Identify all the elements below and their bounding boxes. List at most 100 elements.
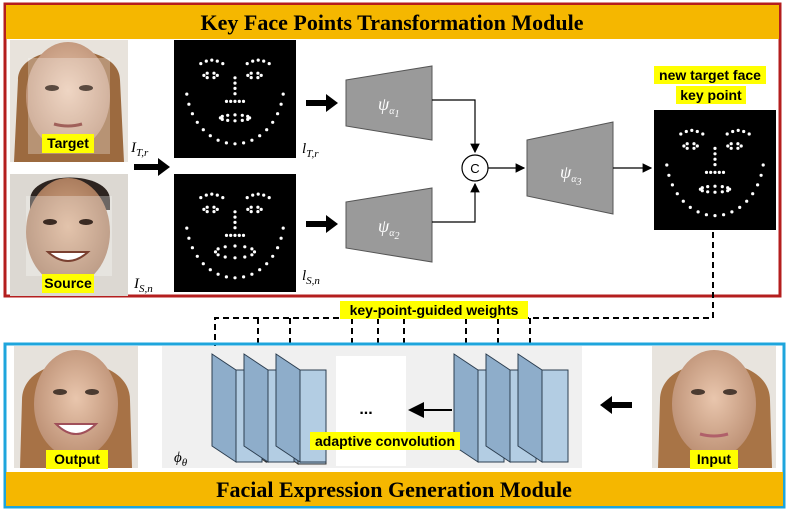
- landmark-point: [201, 128, 205, 132]
- output-face-photo: [14, 346, 138, 468]
- bottom-title: Facial Expression Generation Module: [216, 477, 572, 502]
- landmark-point: [190, 112, 194, 116]
- landmark-point: [713, 190, 717, 194]
- landmark-point: [682, 144, 686, 148]
- landmark-point: [224, 141, 228, 145]
- landmark-point: [195, 254, 199, 258]
- landmark-point: [704, 170, 709, 174]
- landmark-point: [233, 220, 237, 224]
- landmark-point: [208, 268, 212, 272]
- landmark-point: [726, 186, 730, 190]
- adaptive-label: adaptive convolution: [315, 433, 455, 449]
- landmark-point: [249, 76, 253, 80]
- landmark-point: [205, 210, 209, 214]
- landmark-point: [233, 276, 237, 280]
- landmark-point: [216, 272, 220, 276]
- landmark-point: [213, 250, 218, 254]
- landmark-point: [267, 62, 271, 66]
- landmark-point: [233, 113, 237, 117]
- landmark-point: [216, 253, 220, 257]
- landmark-point: [717, 170, 721, 174]
- landmark-point: [233, 256, 237, 260]
- landmark-point: [713, 184, 717, 188]
- network-psi-a1-label: ψα1: [378, 94, 399, 120]
- landmark-point: [233, 81, 237, 85]
- landmark-point: [205, 205, 209, 209]
- landmark-point: [256, 76, 260, 80]
- landmark-point: [233, 233, 237, 237]
- landmark-point: [696, 210, 700, 214]
- target-landmark-points: [185, 58, 285, 146]
- landmark-point: [233, 119, 237, 123]
- landmark-point: [759, 173, 763, 177]
- landmark-point: [187, 236, 191, 240]
- landmark-point: [265, 128, 269, 132]
- landmark-point: [233, 142, 237, 146]
- landmark-point: [713, 163, 717, 167]
- landmark-point: [713, 157, 717, 161]
- landmark-point: [730, 210, 734, 214]
- landmark-point: [700, 186, 704, 190]
- landmark-point: [215, 193, 219, 197]
- landmark-point: [223, 245, 227, 249]
- line-psi1-to-concat: [432, 99, 480, 154]
- top-title-bar: [6, 5, 779, 39]
- input-face-photo: [652, 346, 776, 468]
- landmark-point: [706, 185, 710, 189]
- landmark-point: [212, 210, 216, 214]
- ellipsis: ...: [359, 401, 372, 418]
- landmark-target-symbol: lT,r: [302, 141, 319, 160]
- landmark-point: [215, 59, 219, 63]
- right-conv-layers: [453, 353, 569, 463]
- landmark-point: [706, 190, 710, 194]
- landmark-point: [695, 144, 699, 148]
- landmark-point: [229, 99, 233, 103]
- input-label-bg: [690, 450, 738, 469]
- target-landmarks: [174, 40, 296, 158]
- output-label-bg: [46, 450, 108, 469]
- landmark-point: [237, 233, 241, 237]
- landmark-point: [726, 189, 730, 193]
- landmark-point: [249, 205, 253, 209]
- landmark-point: [739, 144, 743, 148]
- line-psi2-to-concat: [432, 182, 480, 223]
- landmark-point: [745, 199, 749, 203]
- landmark-point: [250, 272, 254, 276]
- landmark-point: [237, 99, 241, 103]
- landmark-point: [241, 233, 246, 237]
- landmark-point: [713, 214, 717, 218]
- landmark-point: [725, 132, 729, 136]
- adaptive-label-bg: [310, 432, 460, 450]
- landmark-point: [684, 129, 688, 134]
- landmark-point: [212, 76, 216, 80]
- weights-label-bg: [340, 301, 528, 319]
- landmark-point: [251, 59, 255, 63]
- landmark-point: [224, 275, 228, 279]
- landmark-point: [241, 99, 246, 103]
- top-module-border: [3, 2, 782, 298]
- new-target-landmarks: [654, 110, 776, 230]
- landmark-point: [246, 117, 250, 121]
- landmark-point: [210, 192, 214, 196]
- landmark-point: [243, 245, 247, 249]
- landmark-point: [202, 207, 206, 211]
- landmark-point: [692, 142, 696, 146]
- landmark-point: [704, 213, 709, 217]
- landmark-point: [201, 262, 205, 266]
- landmark-point: [233, 210, 237, 214]
- landmark-point: [265, 262, 269, 266]
- landmark-point: [204, 59, 208, 63]
- network-psi-a2-label: ψα2: [378, 216, 399, 242]
- landmark-point: [751, 192, 755, 196]
- source-label: Source: [44, 275, 92, 291]
- landmark-point: [262, 59, 266, 63]
- target-label-bg: [42, 134, 94, 153]
- landmark-point: [233, 244, 237, 248]
- landmark-point: [709, 170, 713, 174]
- landmark-point: [258, 134, 262, 138]
- source-label-bg: [42, 274, 94, 293]
- landmark-point: [736, 128, 740, 132]
- landmark-point: [242, 141, 246, 145]
- landmark-point: [279, 236, 283, 240]
